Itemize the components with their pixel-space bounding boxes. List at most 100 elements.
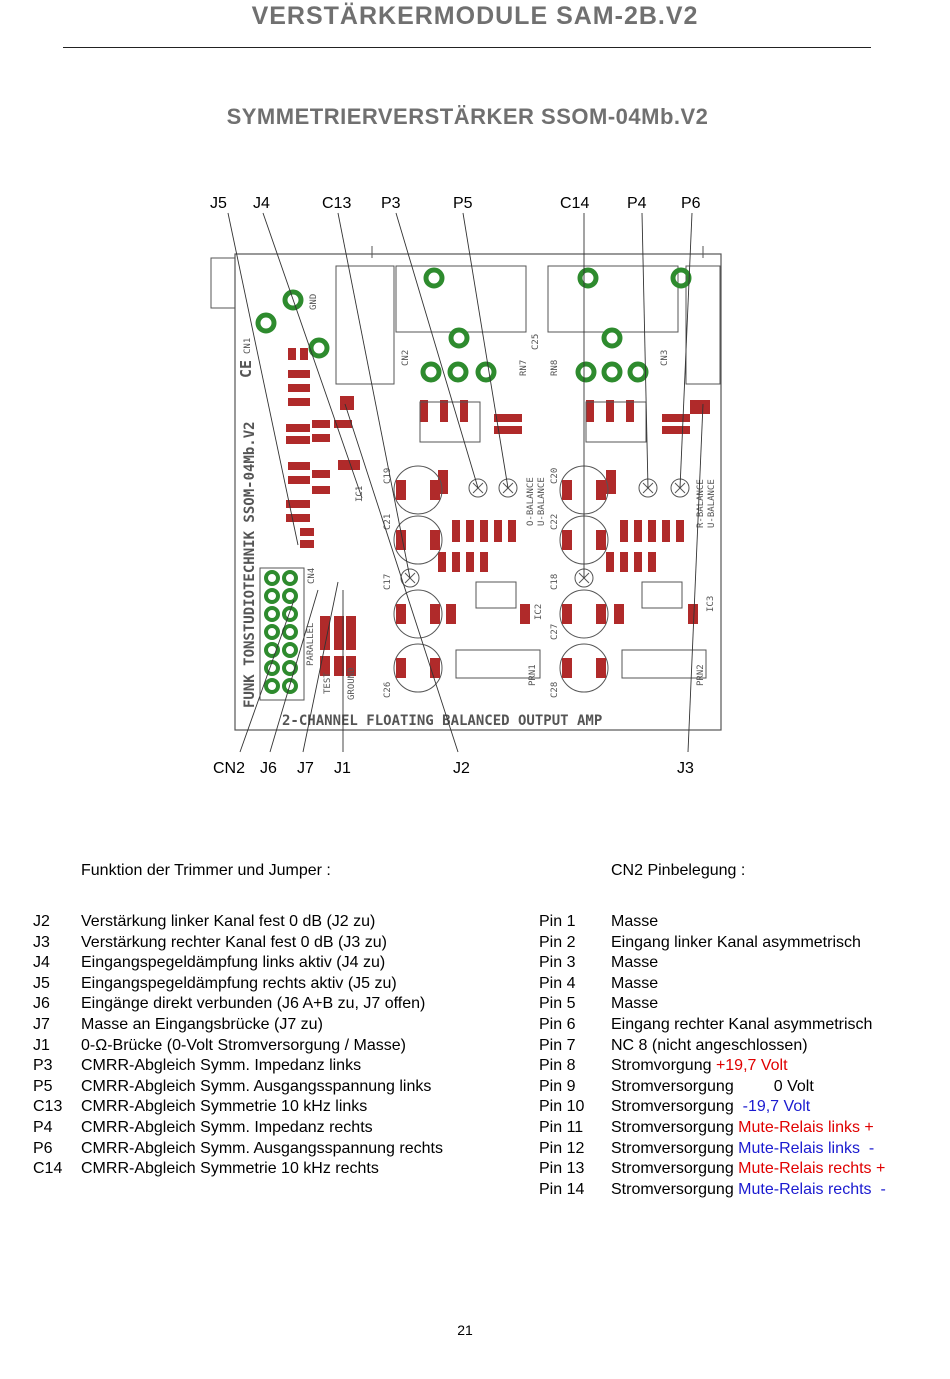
board-ground-label: GROUND — [347, 667, 357, 700]
table-row-text: Masse an Eingangsbrücke (J7 zu) — [81, 1016, 323, 1033]
title-rule — [63, 47, 871, 48]
board-test-label: TEST — [323, 672, 333, 694]
smd-pad — [320, 616, 330, 650]
smd-pad — [626, 400, 634, 422]
pin-description: Stromversorgung Mute-Relais rechts - — [611, 1180, 886, 1200]
pin-accent: Mute-Relais links + — [738, 1119, 874, 1136]
smd-pad — [346, 616, 356, 650]
smd-pad — [300, 528, 314, 536]
pin-description: Stromversorgung Mute-Relais links + — [611, 1118, 874, 1138]
board-c17-label: C17 — [383, 574, 393, 590]
board-u-balance-left: U-BALANCE — [537, 477, 547, 526]
capacitor-pad — [596, 480, 606, 500]
board-rn8-label: RN8 — [550, 360, 560, 376]
smd-pad — [288, 348, 296, 360]
smd-pad — [614, 604, 624, 624]
smd-pad — [286, 514, 310, 522]
smd-pad — [334, 420, 352, 428]
pinout-heading: CN2 Pinbelegung : — [611, 862, 746, 879]
through-hole-pad — [420, 361, 442, 383]
through-hole-pad — [575, 361, 597, 383]
pcb-silkscreen: FUNK TONSTUDIOTECHNIK SSOM-04Mb.V2 2-CHA… — [237, 294, 717, 729]
smd-pad — [466, 520, 474, 542]
table-row-id: J6 — [33, 995, 50, 1013]
functions-heading: Funktion der Trimmer und Jumper : — [81, 862, 331, 879]
header-pin — [282, 624, 298, 640]
smd-pad — [288, 462, 310, 470]
board-c25-label: C25 — [531, 334, 541, 350]
board-c26-label: C26 — [383, 682, 393, 698]
capacitor-pad — [562, 480, 572, 500]
board-cn4-label: CN4 — [307, 568, 317, 584]
label-top-c14: C14 — [560, 195, 589, 212]
header-pin — [282, 660, 298, 676]
label-top-p4: P4 — [627, 195, 647, 212]
label-top-c13: C13 — [322, 195, 351, 212]
board-ic3-label: IC3 — [706, 596, 716, 612]
smd-pad — [452, 520, 460, 542]
smd-pad — [438, 552, 446, 572]
header-pin — [264, 606, 280, 622]
pcb-green-pads — [255, 267, 692, 383]
smd-pad — [288, 476, 310, 484]
capacitor-pad — [596, 604, 606, 624]
smd-pad — [334, 656, 344, 676]
pin-label: Pin 6 — [539, 1016, 576, 1033]
smd-pad — [288, 398, 310, 406]
smd-pad — [312, 486, 330, 494]
pin-label: Pin 13 — [539, 1160, 585, 1178]
header-pin — [264, 588, 280, 604]
capacitor-pad — [430, 658, 440, 678]
smd-pad — [480, 552, 488, 572]
pin-description: Masse — [611, 912, 658, 932]
pin-accent: -19,7 Volt — [742, 1098, 811, 1116]
smd-pad — [634, 520, 642, 542]
label-bottom-cn2: CN2 — [213, 760, 245, 777]
table-row-text: CMRR-Abgleich Symm. Ausgangsspannung rec… — [81, 1139, 443, 1157]
pin-text: Eingang rechter Kanal asymmetrisch — [611, 1016, 873, 1033]
label-bottom-j1: J1 — [334, 760, 351, 777]
pin-description: Eingang linker Kanal asymmetrisch — [611, 933, 861, 953]
smd-pad — [634, 552, 642, 572]
pin-accent: Mute-Relais links - — [738, 1139, 875, 1157]
smd-pad — [460, 400, 468, 422]
smd-pad — [440, 400, 448, 422]
pin-description: Stromvorgung +19,7 Volt — [611, 1056, 788, 1076]
smd-pad — [300, 540, 314, 548]
pin-text: Masse — [611, 913, 659, 930]
through-hole-pad — [627, 361, 649, 383]
pin-description: Stromversorgung Mute-Relais links - — [611, 1139, 874, 1159]
smd-pad — [452, 552, 460, 572]
smd-pad — [286, 424, 310, 432]
capacitor-pad — [396, 530, 406, 550]
pcb-header-cn4 — [259, 567, 305, 701]
table-row-text: CMRR-Abgleich Symmetrie 10 kHz links — [81, 1098, 368, 1116]
pin-text: Stromversorgung — [611, 1139, 739, 1157]
header-pin — [264, 570, 280, 586]
smd-pad — [420, 400, 428, 422]
table-row-text: Eingangspegeldämpfung rechts aktiv (J5 z… — [81, 974, 397, 992]
smd-pad — [606, 400, 614, 422]
pin-accent: Mute-Relais rechts - — [738, 1180, 886, 1198]
header-pin — [282, 678, 298, 694]
smd-pad — [312, 420, 330, 428]
pin-label: Pin 9 — [539, 1077, 576, 1095]
smd-pad — [606, 470, 616, 494]
smd-pad — [508, 414, 522, 422]
board-cn2-label: CN2 — [401, 350, 411, 366]
capacitor-pad — [430, 480, 440, 500]
callout-labels: J5 J4 C13 P3 P5 C14 P4 P6 CN2 J6 J7 J1 J… — [210, 195, 701, 777]
smd-pad — [648, 520, 656, 542]
through-hole-pad — [423, 267, 445, 289]
electrolytic-capacitor — [393, 465, 443, 515]
header-pin — [282, 570, 298, 586]
label-top-j4: J4 — [253, 195, 270, 212]
pin-text: Stromversorgung — [611, 1180, 739, 1198]
smd-pad — [338, 460, 360, 470]
pin-label: Pin 1 — [539, 913, 576, 930]
board-c21-label: C21 — [383, 514, 393, 530]
pcb-capacitors — [393, 465, 609, 693]
board-ic1-label: IC1 — [355, 486, 365, 502]
board-c19-label: C19 — [383, 468, 393, 484]
pin-accent: Mute-Relais rechts + — [738, 1160, 886, 1178]
